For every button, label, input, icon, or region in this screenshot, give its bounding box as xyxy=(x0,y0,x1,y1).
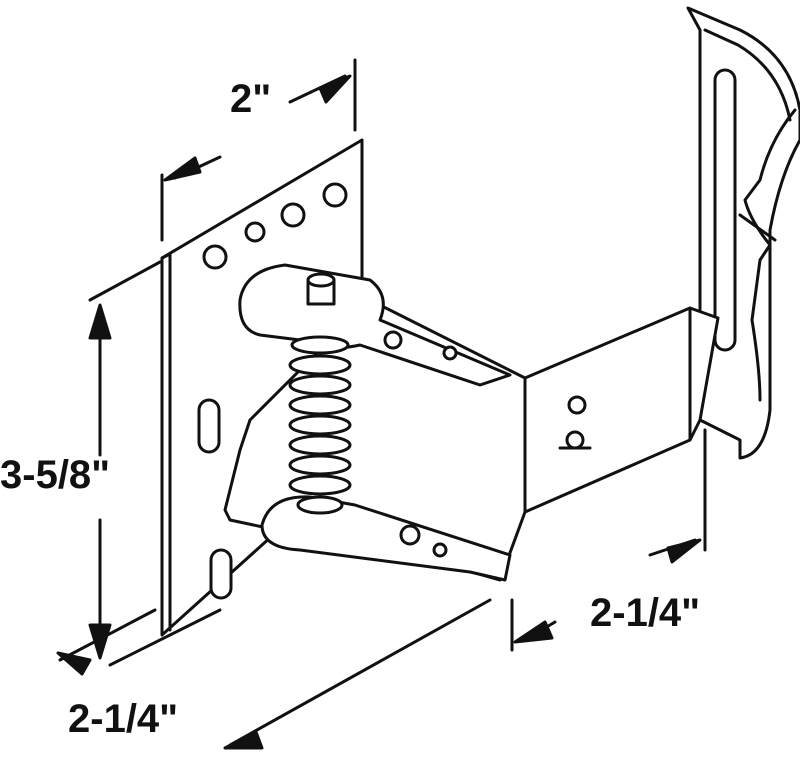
arrowhead xyxy=(513,620,554,644)
dimension-label-top: 2" xyxy=(230,77,271,121)
right-mounting-plate xyxy=(686,6,800,460)
dimension-arrowheads xyxy=(56,74,702,750)
lower-knuckle-plate xyxy=(260,495,512,582)
plate-hole xyxy=(280,202,306,228)
hinge-pin xyxy=(306,272,336,306)
knuckle-hole xyxy=(442,345,458,361)
arrowhead xyxy=(666,538,702,564)
right-plate-slot xyxy=(713,68,737,352)
plate-slot xyxy=(209,548,233,600)
dimension-label-height: 3-5/8" xyxy=(0,453,110,497)
plate-hole xyxy=(244,221,266,243)
arrowhead xyxy=(318,74,352,104)
dimension-label-bottom: 2-1/4" xyxy=(68,697,178,741)
arm-hole xyxy=(567,395,587,415)
arm-hole xyxy=(565,430,585,450)
dimension-lines xyxy=(58,58,707,747)
spring-clip xyxy=(743,108,797,402)
knuckle-hole xyxy=(399,524,421,546)
plate-slot xyxy=(197,398,221,454)
plate-hole xyxy=(322,182,348,208)
arrowhead xyxy=(88,303,112,340)
knuckle-hole xyxy=(432,542,448,558)
arrowhead xyxy=(56,651,92,676)
plate-hole xyxy=(202,244,228,270)
arrowhead xyxy=(163,156,202,182)
coil-spring xyxy=(288,335,352,515)
dimension-label-right: 2-1/4" xyxy=(590,591,700,635)
arrowhead xyxy=(88,623,112,660)
knuckle-hole xyxy=(383,330,403,350)
arrowhead xyxy=(223,730,264,750)
